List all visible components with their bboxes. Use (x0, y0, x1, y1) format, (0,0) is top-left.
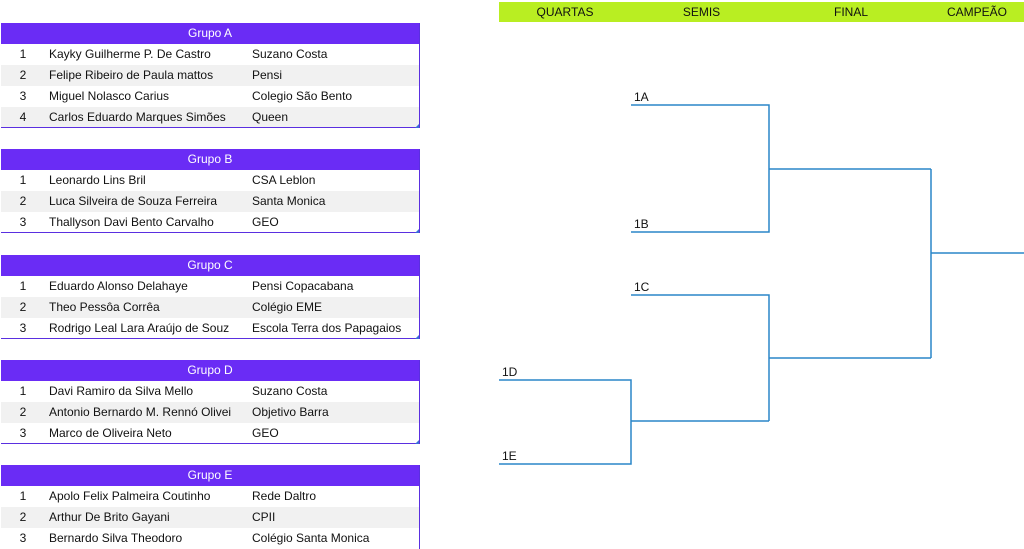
group-title: Grupo D (1, 360, 419, 381)
player-name: Arthur De Brito Gayani (49, 510, 170, 524)
group-title: Grupo B (1, 149, 419, 170)
table-border (1, 232, 419, 233)
position: 2 (19, 405, 27, 419)
bracket-line-1d (499, 379, 632, 465)
school-name: Colégio Santa Monica (252, 531, 370, 545)
slot-label-1a: 1A (634, 90, 649, 104)
table-border (1, 443, 419, 444)
school-name: CSA Leblon (252, 173, 316, 187)
group-table-c: Grupo C 1 Eduardo Alonso Delahaye Pensi … (1, 255, 420, 339)
position: 1 (19, 384, 27, 398)
player-name: Carlos Eduardo Marques Simões (49, 110, 226, 124)
table-row: 4 Carlos Eduardo Marques Simões Queen (1, 107, 419, 128)
player-name: Felipe Ribeiro de Paula mattos (49, 68, 214, 82)
position: 2 (19, 300, 27, 314)
table-row: 2 Theo Pessôa Corrêa Colégio EME (1, 297, 419, 318)
group-table-b: Grupo B 1 Leonardo Lins Bril CSA Leblon … (1, 149, 420, 233)
position: 4 (19, 110, 27, 124)
group-table-e: Grupo E 1 Apolo Felix Palmeira Coutinho … (1, 465, 420, 549)
table-row: 3 Miguel Nolasco Carius Colegio São Bent… (1, 86, 419, 107)
stage-header-bar: QUARTAS SEMIS FINAL CAMPEÃO (499, 2, 1024, 22)
slot-label-1e: 1E (502, 449, 517, 463)
position: 3 (19, 215, 27, 229)
school-name: GEO (252, 426, 279, 440)
stage-label-final: FINAL (833, 5, 868, 19)
position: 2 (19, 194, 27, 208)
table-row: 1 Apolo Felix Palmeira Coutinho Rede Dal… (1, 486, 419, 507)
player-name: Davi Ramiro da Silva Mello (49, 384, 194, 398)
position: 1 (19, 47, 27, 61)
bracket-line-1a (631, 104, 770, 233)
table-row: 1 Eduardo Alonso Delahaye Pensi Copacaba… (1, 276, 419, 297)
bracket-line-1c (631, 294, 770, 358)
stage-label-campeao: CAMPEÃO (946, 5, 1007, 19)
group-table-a: Grupo A 1 Kayky Guilherme P. De Castro S… (1, 23, 420, 128)
player-name: Thallyson Davi Bento Carvalho (49, 215, 214, 229)
school-name: Suzano Costa (252, 47, 328, 61)
school-name: Pensi (252, 68, 283, 82)
player-name: Theo Pessôa Corrêa (49, 300, 160, 314)
table-row: 2 Felipe Ribeiro de Paula mattos Pensi (1, 65, 419, 86)
player-name: Miguel Nolasco Carius (49, 89, 170, 103)
school-name: Rede Daltro (252, 489, 317, 503)
table-row: 1 Kayky Guilherme P. De Castro Suzano Co… (1, 44, 419, 65)
table-border (1, 127, 419, 128)
slot-label-1b: 1B (634, 217, 649, 231)
table-row: 2 Arthur De Brito Gayani CPII (1, 507, 419, 528)
table-row: 3 Marco de Oliveira Neto GEO (1, 423, 419, 444)
group-table-d: Grupo D 1 Davi Ramiro da Silva Mello Suz… (1, 360, 420, 444)
table-border (1, 338, 419, 339)
school-name: Colegio São Bento (252, 89, 353, 103)
group-title: Grupo C (1, 255, 419, 276)
table-row: 1 Davi Ramiro da Silva Mello Suzano Cost… (1, 381, 419, 402)
player-name: Marco de Oliveira Neto (49, 426, 172, 440)
group-title: Grupo E (1, 465, 419, 486)
player-name: Eduardo Alonso Delahaye (49, 279, 188, 293)
stage-label-semis: SEMIS (682, 5, 721, 19)
resize-handle-icon[interactable] (415, 440, 419, 444)
school-name: CPII (252, 510, 276, 524)
player-name: Bernardo Silva Theodoro (49, 531, 183, 545)
position: 3 (19, 321, 27, 335)
position: 1 (19, 489, 27, 503)
position: 1 (19, 173, 27, 187)
resize-handle-icon[interactable] (415, 124, 419, 128)
slot-label-1d: 1D (502, 365, 518, 379)
school-name: Pensi Copacabana (252, 279, 354, 293)
player-name: Apolo Felix Palmeira Coutinho (49, 489, 211, 503)
slot-label-1c: 1C (634, 280, 650, 294)
position: 2 (19, 68, 27, 82)
stage-label-quartas: QUARTAS (536, 5, 594, 19)
table-row: 3 Bernardo Silva Theodoro Colégio Santa … (1, 528, 419, 549)
school-name: GEO (252, 215, 279, 229)
table-row: 3 Thallyson Davi Bento Carvalho GEO (1, 212, 419, 233)
player-name: Leonardo Lins Bril (49, 173, 146, 187)
table-row: 2 Luca Silveira de Souza Ferreira Santa … (1, 191, 419, 212)
player-name: Antonio Bernardo M. Rennó Olivei (49, 405, 232, 419)
resize-handle-icon[interactable] (415, 335, 419, 339)
player-name: Kayky Guilherme P. De Castro (49, 47, 211, 61)
resize-handle-icon[interactable] (415, 229, 419, 233)
table-row: 3 Rodrigo Leal Lara Araújo de Souz Escol… (1, 318, 419, 339)
player-name: Luca Silveira de Souza Ferreira (49, 194, 218, 208)
position: 3 (19, 531, 27, 545)
player-name: Rodrigo Leal Lara Araújo de Souz (49, 321, 230, 335)
table-row: 2 Antonio Bernardo M. Rennó Olivei Objet… (1, 402, 419, 423)
school-name: Santa Monica (252, 194, 326, 208)
school-name: Suzano Costa (252, 384, 328, 398)
position: 3 (19, 89, 27, 103)
position: 2 (19, 510, 27, 524)
school-name: Colégio EME (252, 300, 323, 314)
position: 3 (19, 426, 27, 440)
school-name: Escola Terra dos Papagaios (252, 321, 402, 335)
position: 1 (19, 279, 27, 293)
school-name: Queen (252, 110, 289, 124)
group-title: Grupo A (1, 23, 419, 44)
table-row: 1 Leonardo Lins Bril CSA Leblon (1, 170, 419, 191)
school-name: Objetivo Barra (252, 405, 329, 419)
